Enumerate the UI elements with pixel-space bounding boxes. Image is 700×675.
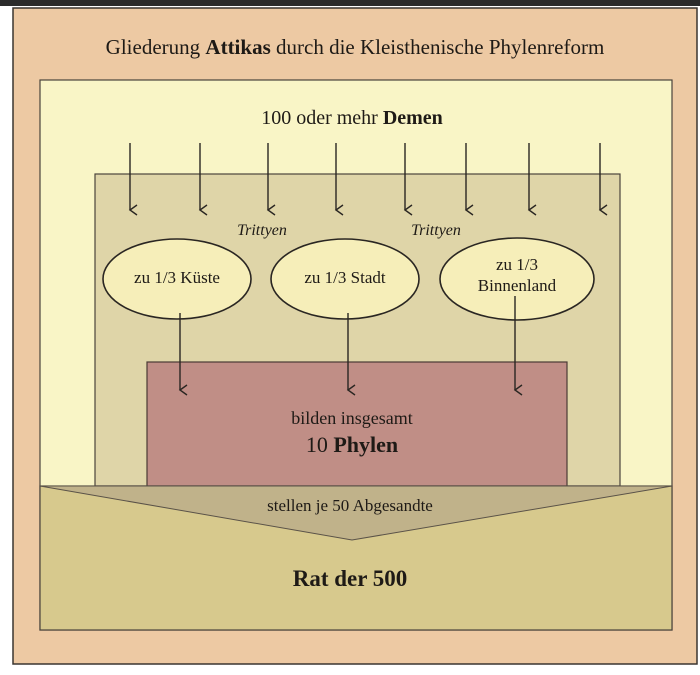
phylen-line1: bilden insgesamt — [291, 408, 412, 428]
rat-label: Rat der 500 — [293, 566, 408, 591]
trittyen-arrows — [178, 296, 523, 396]
abgesandte-label: stellen je 50 Abgesandte — [267, 496, 433, 515]
phylen-line2: 10 Phylen — [306, 432, 398, 457]
diagram-title: Gliederung Attikas durch die Kleisthenis… — [106, 35, 605, 59]
group-binnenland-label-1: zu 1/3 — [496, 255, 538, 274]
group-stadt-label: zu 1/3 Stadt — [304, 268, 385, 287]
group-binnenland-label-2: Binnenland — [478, 276, 557, 295]
abgesandte-arrow-shape — [39, 485, 673, 541]
demen-label: 100 oder mehr Demen — [261, 107, 443, 129]
ellipse-kueste — [102, 238, 252, 320]
trittyen-label-left: Trittyen — [237, 222, 287, 239]
ellipse-binnenland — [439, 237, 595, 321]
group-kueste-label: zu 1/3 Küste — [134, 268, 220, 287]
ellipse-stadt — [270, 238, 420, 320]
demen-arrows — [128, 143, 608, 216]
phylen-box — [146, 361, 568, 487]
trittyen-label-right: Trittyen — [411, 222, 461, 239]
top-edge-bar — [0, 0, 700, 6]
